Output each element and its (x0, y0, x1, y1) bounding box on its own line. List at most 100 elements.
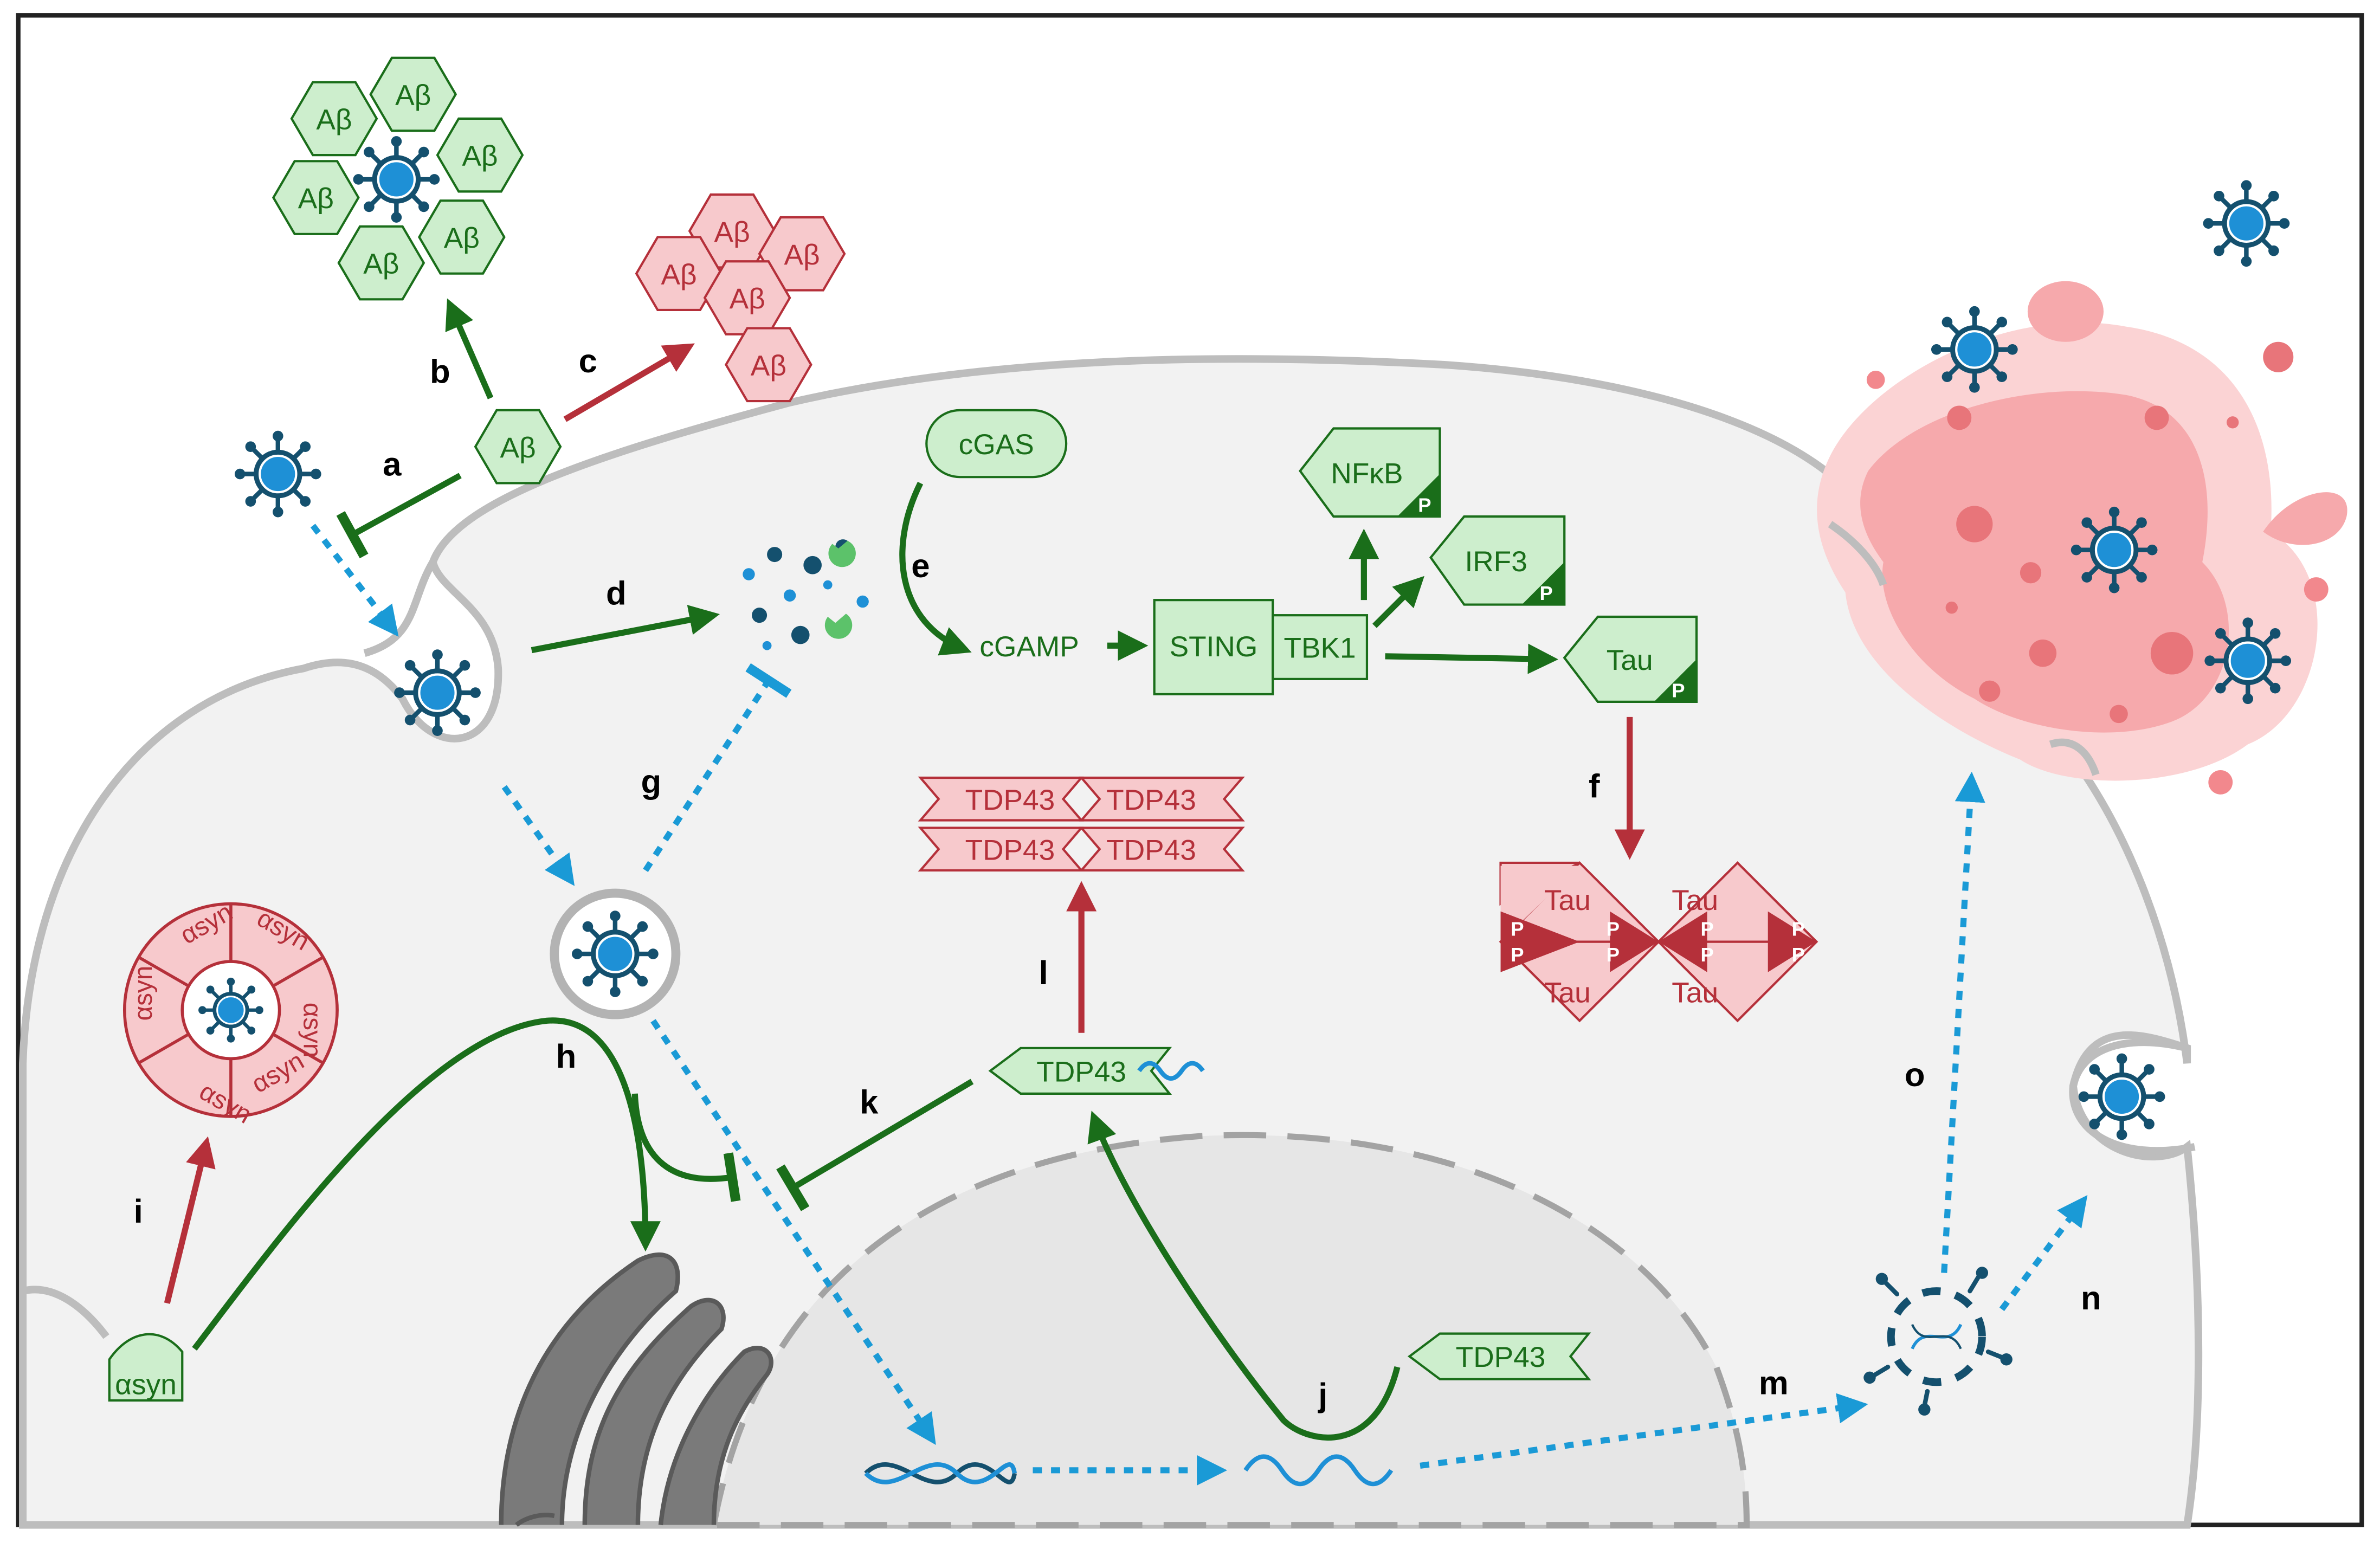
arrow-endosome-vesicle (501, 785, 575, 886)
step-label-a: a (383, 446, 402, 483)
step-label-n: n (2081, 1280, 2101, 1317)
tdp43-label: TDP43 (965, 834, 1055, 866)
step-label-c: c (579, 343, 597, 380)
step-label-b: b (430, 353, 450, 390)
abeta-label: Aβ (395, 80, 431, 112)
arrow-k-inhibit (776, 1079, 974, 1211)
step-label-g: g (641, 763, 662, 800)
abeta-label: Aβ (751, 350, 786, 382)
arrow-g-inhibit (643, 663, 792, 872)
step-label-o: o (1905, 1056, 1925, 1094)
irf3-node (1429, 515, 1566, 606)
step-label-i: i (134, 1193, 143, 1230)
phospho-label: P (1607, 944, 1620, 966)
abeta-label: Aβ (462, 140, 498, 172)
viral-fragments-icon (743, 539, 869, 650)
arrow-i (164, 1136, 216, 1304)
asyn-label: αsyn (115, 1369, 177, 1401)
arrow-n (1999, 1195, 2088, 1312)
step-label-k: k (860, 1083, 879, 1121)
phospho-label: P (1700, 944, 1713, 966)
arrow-b (445, 298, 494, 399)
virus-icon (2071, 507, 2158, 593)
arrow-j (1087, 1111, 1401, 1441)
cgas-label: cGAS (959, 429, 1034, 461)
step-label-j: j (1318, 1377, 1327, 1414)
arrow-tbk1-irf3 (1372, 576, 1424, 628)
abeta-label: Aβ (730, 283, 765, 315)
abeta-label: Aβ (661, 259, 696, 290)
abeta-label: Aβ (784, 239, 820, 271)
asyn-aggregate-ring: αsyn αsyn αsyn αsyn αsyn αsyn (122, 898, 339, 1129)
abeta-label: Aβ (714, 216, 750, 248)
mrna-strand-icon (1137, 1061, 1205, 1081)
step-label-m: m (1759, 1365, 1789, 1402)
tdp43-label: TDP43 (1036, 1056, 1126, 1088)
step-label-l: l (1039, 954, 1048, 992)
virus-icon (394, 649, 481, 736)
virus-icon (2079, 1054, 2165, 1140)
step-label-e: e (911, 547, 930, 585)
step-label-f: f (1589, 767, 1600, 805)
arrow-entry (310, 524, 399, 637)
arrow-h (192, 1017, 661, 1351)
tau-label: Tau (1672, 977, 1718, 1009)
phospho-label: P (1792, 918, 1805, 940)
asyn-label: αsyn (129, 966, 158, 1021)
tau-tangle-aggregate (1499, 861, 1818, 1023)
sting-node (1153, 599, 1274, 695)
sting-label: STING (1170, 631, 1258, 663)
asyn-label: αsyn (298, 1003, 326, 1058)
nucleus (710, 1132, 1750, 1528)
tdp43-label: TDP43 (1106, 834, 1196, 866)
tau-label: Tau (1672, 885, 1718, 916)
arrow-d (531, 605, 720, 654)
tdp43-label: TDP43 (1106, 784, 1196, 816)
arrow-a-inhibit (336, 473, 462, 559)
tau-label: Tau (1544, 977, 1591, 1009)
phospho-label: P (1511, 918, 1524, 940)
cgas-node (925, 409, 1068, 479)
tbk1-label: TBK1 (1284, 632, 1356, 664)
phospho-label: P (1511, 944, 1524, 966)
phospho-label: P (1792, 944, 1805, 966)
virus-icon (235, 431, 321, 518)
cgamp-label: cGAMP (979, 631, 1079, 663)
tdp43-cytoplasmic-node (988, 1047, 1172, 1095)
abeta-label: Aβ (316, 104, 352, 135)
dna-double-helix-icon (864, 1462, 1017, 1484)
virus-icon (1931, 306, 2018, 393)
abeta-label: Aβ (363, 248, 399, 280)
arrow-m (1420, 1393, 1868, 1469)
abeta-label: Aβ (444, 222, 480, 254)
irf3-label: IRF3 (1465, 546, 1527, 578)
virus-icon (2204, 617, 2291, 704)
arrow-c (563, 343, 695, 422)
tdp43-nuclear-node (1407, 1332, 1591, 1380)
tau-label: Tau (1607, 644, 1653, 676)
golgi-apparatus-icon (499, 1253, 773, 1527)
phospho-label: P (1672, 679, 1685, 701)
phospho-label: P (1539, 582, 1552, 604)
asyn-monomer-node (108, 1333, 184, 1402)
arrow-vesicle-dna (650, 1019, 936, 1445)
virus-icon (2203, 180, 2290, 267)
step-label-d: d (606, 575, 627, 612)
lysosome-vesicle-icon (550, 888, 681, 1019)
arrow-e (899, 481, 972, 656)
tau-label: Tau (1544, 885, 1591, 916)
step-label-h: h (556, 1038, 577, 1075)
tdp43-label: TDP43 (965, 784, 1055, 816)
arrow-h-inhibit (631, 1093, 741, 1202)
mrna-strand-icon (1243, 1454, 1394, 1487)
abeta-label: Aβ (298, 183, 334, 215)
phospho-label: P (1700, 918, 1713, 940)
tdp43-fibril-aggregate (918, 776, 1245, 872)
virus-icon (353, 136, 440, 223)
nfkb-label: NFκB (1331, 457, 1403, 489)
arrow-tbk1-tau (1385, 643, 1559, 674)
phospho-label: P (1418, 494, 1431, 517)
necrotic-cell-debris-icon (1817, 281, 2347, 795)
